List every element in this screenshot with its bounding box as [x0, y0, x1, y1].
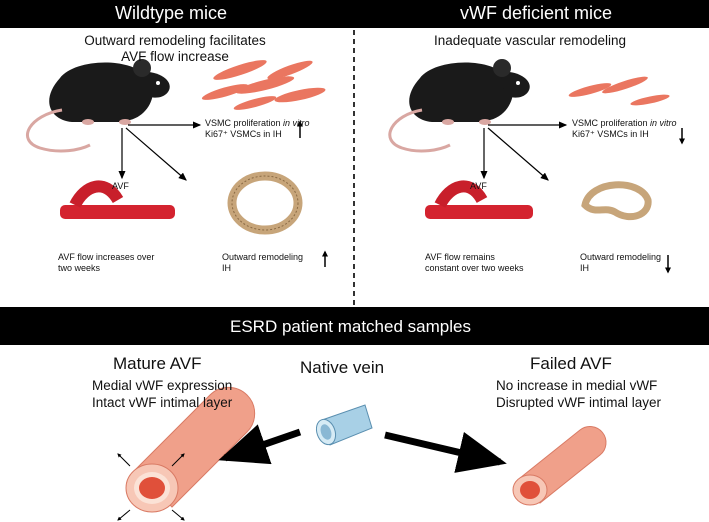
wt-vsmc-line1: VSMC proliferation in vitro	[205, 118, 310, 129]
wt-vsmc-line1-italic: in vitro	[283, 118, 310, 128]
wt-avf-label: AVF	[112, 181, 129, 191]
vwf-vsmc-line1-italic: in vitro	[650, 118, 677, 128]
wt-flow-line1: AVF flow increases over	[58, 252, 155, 262]
wt-vsmc-line1-prefix: VSMC proliferation	[205, 118, 284, 128]
mature-line1: Medial vWF expression	[92, 378, 233, 393]
vwf-mouse-icon	[388, 59, 530, 153]
wt-vsmc-line2: Ki67⁺ VSMCs in IH	[205, 129, 282, 139]
vwf-vsmc-cells	[568, 76, 670, 106]
vwf-remodel-line1: Outward remodeling	[580, 252, 662, 262]
vwf-deficient-header: vWF deficient mice	[460, 3, 613, 23]
wt-arrow-remodel	[125, 127, 187, 181]
vwf-flow-line2: constant over two weeks	[425, 263, 524, 273]
vwf-vsmc-line1: VSMC proliferation in vitro	[572, 118, 677, 129]
top-header-bar: Wildtype mice vWF deficient mice	[0, 0, 709, 28]
mature-avf-vessel	[125, 386, 256, 513]
wt-vsmc-cells	[201, 60, 326, 110]
esrd-header-bar: ESRD patient matched samples	[0, 307, 709, 345]
wt-flow-line2: two weeks	[58, 263, 101, 273]
mature-outward-arrows	[117, 453, 185, 521]
failed-line2: Disrupted vWF intimal layer	[496, 395, 662, 410]
vwf-avf-label: AVF	[470, 181, 487, 191]
vwf-vsmc-line2: Ki67⁺ VSMCs in IH	[572, 129, 649, 139]
arrow-to-failed	[384, 431, 507, 473]
wildtype-mouse-icon	[26, 59, 170, 153]
wildtype-header: Wildtype mice	[115, 3, 228, 23]
vwf-tissue-ring	[581, 181, 652, 221]
arrow-to-mature	[218, 424, 302, 465]
native-vein-icon	[315, 404, 373, 446]
failed-avf-vessel	[512, 426, 607, 506]
vwf-arrow-remodel	[487, 127, 549, 181]
esrd-header: ESRD patient matched samples	[230, 317, 471, 336]
vwf-subtitle: Inadequate vascular remodeling	[433, 33, 627, 48]
vwf-flow-line1: AVF flow remains	[425, 252, 495, 262]
wt-subtitle-line1: Outward remodeling facilitates	[84, 33, 266, 48]
mature-line2: Intact vWF intimal layer	[92, 395, 233, 410]
native-vein-title: Native vein	[300, 358, 385, 377]
failed-line1: No increase in medial vWF	[496, 378, 658, 393]
failed-avf-title: Failed AVF	[530, 354, 612, 373]
vwf-remodel-line2: IH	[580, 263, 589, 273]
wt-tissue-ring	[227, 171, 303, 235]
wt-remodel-line1: Outward remodeling	[222, 252, 304, 262]
wt-remodel-line2: IH	[222, 263, 231, 273]
wt-subtitle-line2: AVF flow increase	[121, 49, 229, 64]
vwf-vsmc-line1-prefix: VSMC proliferation	[572, 118, 651, 128]
vwf-avf-illustration	[425, 180, 533, 219]
wt-avf-illustration	[60, 180, 175, 219]
mature-avf-title: Mature AVF	[113, 354, 202, 373]
